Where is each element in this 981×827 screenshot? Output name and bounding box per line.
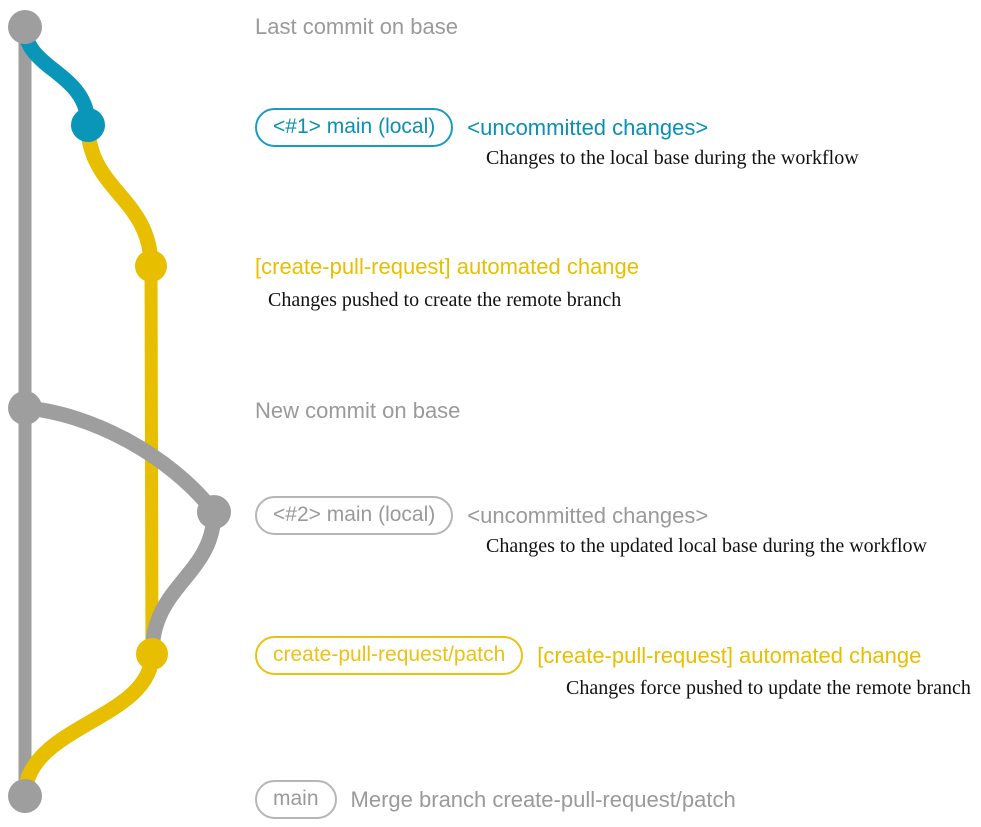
commit-note-patch-1: Changes pushed to create the remote bran… bbox=[268, 289, 622, 311]
commit-note-patch-2: Changes force pushed to update the remot… bbox=[566, 677, 971, 699]
commit-message-patch-2: [create-pull-request] automated change bbox=[537, 642, 922, 668]
commit-message-merge: Merge branch create-pull-request/patch bbox=[350, 786, 736, 812]
patch-merge-line bbox=[17, 646, 160, 804]
branch-badge-main-local-2[interactable]: <#2> main (local) bbox=[255, 496, 454, 536]
commit-node-local-1[interactable] bbox=[71, 108, 105, 142]
branch-badge-create-pull-request-patch[interactable]: create-pull-request/patch bbox=[255, 636, 524, 676]
commit-message-local-1: <uncommitted changes> bbox=[467, 114, 709, 140]
commit-message-local-2: <uncommitted changes> bbox=[467, 502, 709, 528]
commit-note-local-1: Changes to the local base during the wor… bbox=[486, 147, 859, 169]
branch-badge-main-local-1[interactable]: <#1> main (local) bbox=[255, 108, 454, 148]
branch-badge-main[interactable]: main bbox=[255, 780, 337, 820]
patch-branch-line-upper bbox=[80, 117, 159, 274]
commit-note-local-2: Changes to the updated local base during… bbox=[486, 535, 927, 557]
commit-row-merge: main Merge branch create-pull-request/pa… bbox=[255, 780, 736, 820]
commit-row-patch-2: create-pull-request/patch [create-pull-r… bbox=[255, 636, 922, 676]
commit-node-patch-2[interactable] bbox=[136, 638, 168, 670]
commit-node-local-2[interactable] bbox=[197, 495, 231, 529]
commit-node-base-last[interactable] bbox=[8, 10, 42, 44]
commit-message-patch-1: [create-pull-request] automated change bbox=[255, 254, 640, 279]
commit-node-patch-1[interactable] bbox=[135, 250, 167, 282]
commit-message-base-new: New commit on base bbox=[255, 398, 461, 423]
commit-node-merge[interactable] bbox=[8, 779, 42, 813]
commit-row-local-2: <#2> main (local) <uncommitted changes> bbox=[255, 496, 709, 536]
local-branch-line bbox=[17, 19, 96, 133]
commit-node-base-new[interactable] bbox=[8, 391, 42, 425]
base-update-merge-line bbox=[144, 504, 222, 662]
commit-message-base-last: Last commit on base bbox=[255, 14, 458, 39]
base-update-branch-line bbox=[17, 400, 222, 520]
commit-row-local-1: <#1> main (local) <uncommitted changes> bbox=[255, 108, 709, 148]
